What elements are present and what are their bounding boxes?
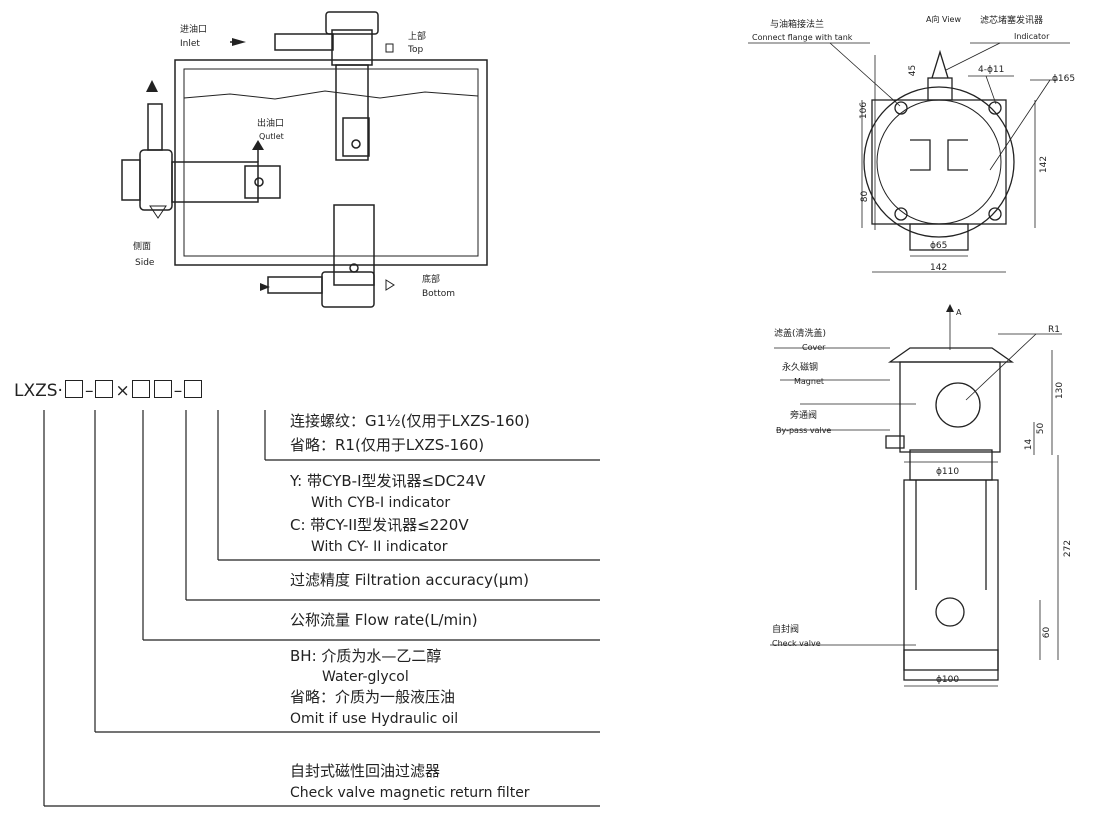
dim-d65: ϕ65 — [930, 241, 948, 251]
top-label-zh: 上部 — [408, 32, 427, 42]
cover-label-zh: 滤盖(清洗盖) — [774, 329, 827, 339]
dim-142-vertical: 142 — [1039, 155, 1050, 174]
magnet-label-en: Magnet — [794, 377, 825, 386]
flow-rate: 公称流量 Flow rate(L/min) — [290, 611, 478, 629]
thread-spec: 连接螺纹：G1½(仅用于LXZS-160) — [290, 412, 530, 430]
model-code-legend: LXZS· – × – 连接螺纹：G1½(仅用于LXZS-160) 省略：R1(仅用于… — [0, 370, 620, 819]
dim-d165: ϕ165 — [1052, 74, 1076, 84]
medium-bh-zh: BH: 介质为水—乙二醇 — [290, 647, 442, 665]
dim-45: 45 — [908, 64, 919, 77]
indicator-y-en: With CYB-I indicator — [311, 495, 451, 511]
top-label-en: Top — [408, 45, 424, 55]
code-slot-medium — [64, 380, 83, 398]
filtration-accuracy: 过滤精度 Filtration accuracy(μm) — [290, 571, 529, 589]
model-sep-2: – — [173, 381, 183, 401]
model-code: LXZS· – × – — [14, 380, 204, 400]
dim-142-horizontal: 142 — [930, 263, 948, 273]
model-prefix: LXZS· — [14, 381, 63, 401]
dim-272: 272 — [1063, 539, 1074, 558]
flange-label-en: Connect flange with tank — [752, 33, 853, 42]
side-label-zh: 侧面 — [133, 242, 152, 252]
dim-130: 130 — [1055, 381, 1066, 400]
outlet-label-en: Qutlet — [259, 132, 284, 141]
bottom-label-zh: 底部 — [422, 275, 441, 285]
model-sep-1: – — [84, 381, 94, 401]
side-label-en: Side — [135, 258, 155, 268]
inlet-label-zh: 进油口 — [180, 25, 208, 35]
dim-106: 106 — [859, 101, 870, 120]
product-name-en: Check valve magnetic return filter — [290, 785, 530, 801]
flange-label-zh: 与油箱接法兰 — [770, 20, 825, 30]
indicator-c-zh: C: 带CY-II型发讯器≤220V — [290, 516, 469, 534]
dim-60: 60 — [1042, 626, 1053, 639]
a-view-label: A向 View — [926, 15, 961, 24]
cover-label-en: Cover — [802, 343, 826, 352]
code-slot-flow — [95, 380, 114, 398]
bypass-label-en: By-pass valve — [776, 426, 832, 435]
product-name-zh: 自封式磁性回油过滤器 — [290, 762, 441, 780]
dim-50: 50 — [1036, 422, 1047, 435]
dim-d100: ϕ100 — [936, 675, 960, 685]
section-a-label: A — [956, 308, 962, 317]
inlet-label-en: Inlet — [180, 39, 200, 49]
code-slot-thread — [184, 380, 203, 398]
medium-omit-zh: 省略：介质为一般液压油 — [290, 688, 456, 706]
dim-holes: 4-ϕ11 — [978, 65, 1005, 75]
dim-80: 80 — [860, 190, 871, 203]
code-slot-accuracy — [131, 380, 150, 398]
installation-diagram: 进油口 Inlet 上部 Top 出油口 Qutlet 侧面 Side 底部 B… — [0, 0, 600, 340]
indicator-label-zh: 滤芯堵塞发讯器 — [980, 16, 1044, 26]
bypass-label-zh: 旁通阀 — [790, 411, 818, 421]
top-view-svg — [748, 42, 1070, 273]
top-view-drawing: 与油箱接法兰 Connect flange with tank A向 View … — [740, 0, 1100, 290]
legend-leader-lines — [43, 410, 600, 807]
medium-bh-en: Water-glycol — [322, 669, 409, 685]
dim-14: 14 — [1024, 438, 1035, 451]
medium-omit-en: Omit if use Hydraulic oil — [290, 711, 459, 727]
dim-r1: R1 — [1048, 325, 1060, 335]
thread-omit: 省略：R1(仅用于LXZS-160) — [290, 436, 485, 454]
indicator-c-en: With CY- II indicator — [311, 539, 448, 555]
code-slot-indicator — [153, 380, 172, 398]
indicator-y-zh: Y: 带CYB-I型发讯器≤DC24V — [290, 472, 486, 490]
installation-drawing — [121, 11, 488, 308]
bottom-label-en: Bottom — [422, 289, 456, 299]
indicator-label-en: Indicator — [1014, 32, 1050, 41]
section-view-drawing: A 滤盖(清洗盖) Cover 永久磁钢 Magnet 旁通阀 By-pass … — [740, 300, 1100, 695]
check-valve-label-en: Check valve — [772, 639, 821, 648]
check-valve-label-zh: 自封阀 — [772, 625, 800, 635]
dim-d110: ϕ110 — [936, 467, 960, 477]
outlet-label-zh: 出油口 — [257, 119, 285, 129]
section-view-svg — [770, 304, 1062, 687]
model-times: × — [115, 381, 130, 401]
magnet-label-zh: 永久磁钢 — [782, 363, 819, 373]
